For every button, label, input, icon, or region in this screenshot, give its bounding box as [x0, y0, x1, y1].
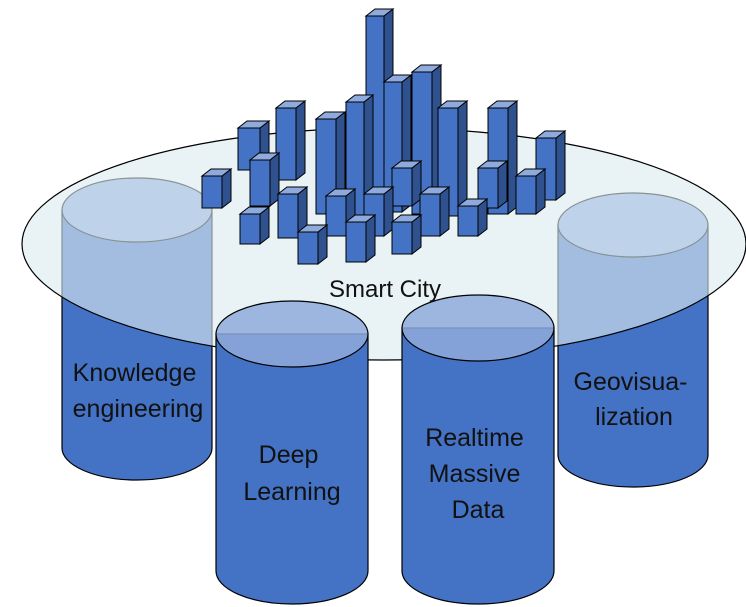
pillar-label-line: Massive: [429, 460, 521, 488]
building: [274, 99, 307, 182]
pillar-label-knowledge: Knowledge engineering: [73, 359, 204, 423]
building: [456, 197, 489, 238]
pillar-label-line: Knowledge: [73, 359, 197, 387]
pillar-label-line: Realtime: [425, 424, 524, 452]
city-buildings: [200, 7, 567, 266]
building: [248, 151, 281, 208]
building-side: [295, 99, 306, 182]
building-side: [457, 99, 468, 218]
building-side: [439, 185, 450, 238]
building-front: [391, 221, 413, 255]
building-side: [365, 213, 376, 264]
building: [418, 185, 451, 238]
building-front: [201, 175, 223, 209]
building-front: [239, 213, 261, 245]
pillar-label-line: Deep: [259, 441, 319, 469]
building-side: [535, 167, 546, 216]
building-front: [297, 231, 319, 265]
building: [476, 159, 509, 210]
building: [390, 159, 423, 208]
building-front: [419, 193, 441, 237]
pillar-label-line: Geovisua-: [574, 368, 688, 396]
building-front: [457, 205, 479, 237]
building-front: [515, 175, 537, 215]
building-front: [277, 193, 299, 239]
building: [390, 213, 423, 256]
building-front: [325, 195, 347, 237]
cylinder-realtime-top: [401, 294, 555, 362]
building: [238, 205, 271, 246]
building: [514, 167, 547, 216]
pillar-label-line: lization: [595, 403, 673, 431]
building-front: [249, 159, 271, 207]
building-front: [477, 167, 499, 209]
building: [276, 185, 309, 240]
building: [344, 93, 375, 218]
cylinder-realtime-body: [401, 327, 555, 605]
pillar-label-deep-learning: Deep Learning: [243, 441, 340, 506]
pillar-label-line: Data: [452, 496, 505, 524]
pillar-label-realtime: Realtime Massive Data: [425, 424, 531, 524]
building: [296, 223, 329, 266]
building-side: [555, 129, 566, 202]
pillar-label-geovisualization: Geovisua- lization: [574, 368, 695, 431]
center-label: Smart City: [329, 276, 441, 303]
cylinder-realtime-massive-data: [401, 294, 555, 605]
building: [200, 167, 233, 210]
pillar-label-line: Learning: [243, 478, 340, 506]
cylinder-deep-learning: [215, 300, 369, 605]
pillar-label-line: engineering: [73, 395, 204, 423]
building-side: [497, 159, 508, 210]
building: [344, 213, 377, 264]
building-front: [345, 221, 367, 263]
cylinder-deep-body: [215, 333, 369, 605]
building-front: [275, 107, 297, 181]
cylinder-deep-top: [215, 300, 369, 368]
building-front: [391, 167, 413, 207]
